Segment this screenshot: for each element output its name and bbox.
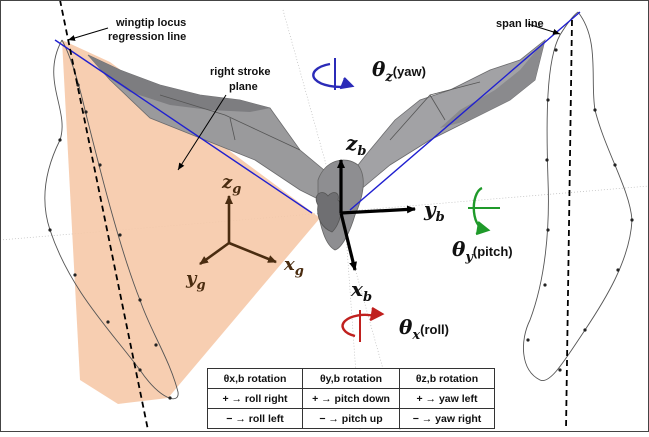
wing-bones: [159, 81, 481, 151]
left-wingtip-trajectory: [44, 39, 179, 400]
right-wingtip-trajectory: [523, 11, 633, 382]
regression-lines: [54, 11, 581, 214]
table-header-cell: θx,b rotation: [207, 368, 303, 389]
global-axes: [199, 195, 277, 266]
dashed-reference-lines: [59, 0, 573, 431]
wingtip-locus-label-line1: wingtip locus: [115, 17, 186, 29]
stroke-plane-label-line2: plane: [229, 81, 258, 93]
yg-axis-arrow: [199, 241, 230, 266]
bat-head: [315, 192, 342, 233]
table-cell: − → roll left: [207, 408, 303, 429]
wingtip-locus-leader: [67, 27, 109, 41]
table-header-cell: θz,b rotation: [399, 368, 495, 389]
right-wing-shade: [440, 40, 545, 128]
xb-axis-arrow: [339, 212, 357, 271]
roll-rotation-icon: [341, 306, 385, 342]
yb-axis-arrow: [340, 205, 416, 215]
bat-model: [87, 38, 546, 251]
table-cell: − → yaw right: [399, 408, 495, 429]
table-row: − → roll left − → pitch up − → yaw right: [207, 408, 495, 429]
table-cell: − → pitch up: [302, 408, 400, 429]
yaw-rotation-icon: [312, 58, 355, 90]
span-line-leader: [527, 23, 561, 35]
xb-axis-label: xb: [350, 277, 372, 305]
xg-axis-label: xg: [283, 254, 304, 279]
pitch-rotation-icon: [468, 186, 500, 236]
yg-axis-label: yg: [185, 268, 206, 293]
roll-label: θx(roll): [399, 315, 449, 343]
span-line-label: span line: [496, 18, 544, 30]
stroke-plane-label-line1: right stroke: [210, 66, 271, 78]
body-axes: [337, 159, 416, 271]
zg-axis-label: zg: [221, 172, 241, 197]
stroke-plane-leader: [177, 94, 227, 171]
table-row: + → roll right + → pitch down + → yaw le…: [207, 388, 495, 409]
table-header-cell: θy,b rotation: [302, 368, 400, 389]
xg-axis-arrow: [228, 241, 277, 264]
yb-axis-label: yb: [423, 197, 445, 225]
right-trajectory-points: [526, 48, 634, 372]
table-header-row: θx,b rotation θy,b rotation θz,b rotatio…: [207, 368, 495, 389]
zb-axis-label: zb: [345, 131, 366, 159]
yaw-label: θz(yaw): [372, 57, 426, 85]
right-stroke-plane: [62, 40, 320, 404]
table-cell: + → yaw left: [399, 388, 495, 409]
table-cell: + → roll right: [207, 388, 303, 409]
left-trajectory-points: [48, 83, 172, 400]
wingtip-locus-label-line2: regression line: [108, 31, 186, 43]
pitch-label: θy(pitch): [452, 237, 513, 265]
rotation-sign-table: θx,b rotation θy,b rotation θz,b rotatio…: [207, 368, 495, 429]
table-cell: + → pitch down: [302, 388, 400, 409]
